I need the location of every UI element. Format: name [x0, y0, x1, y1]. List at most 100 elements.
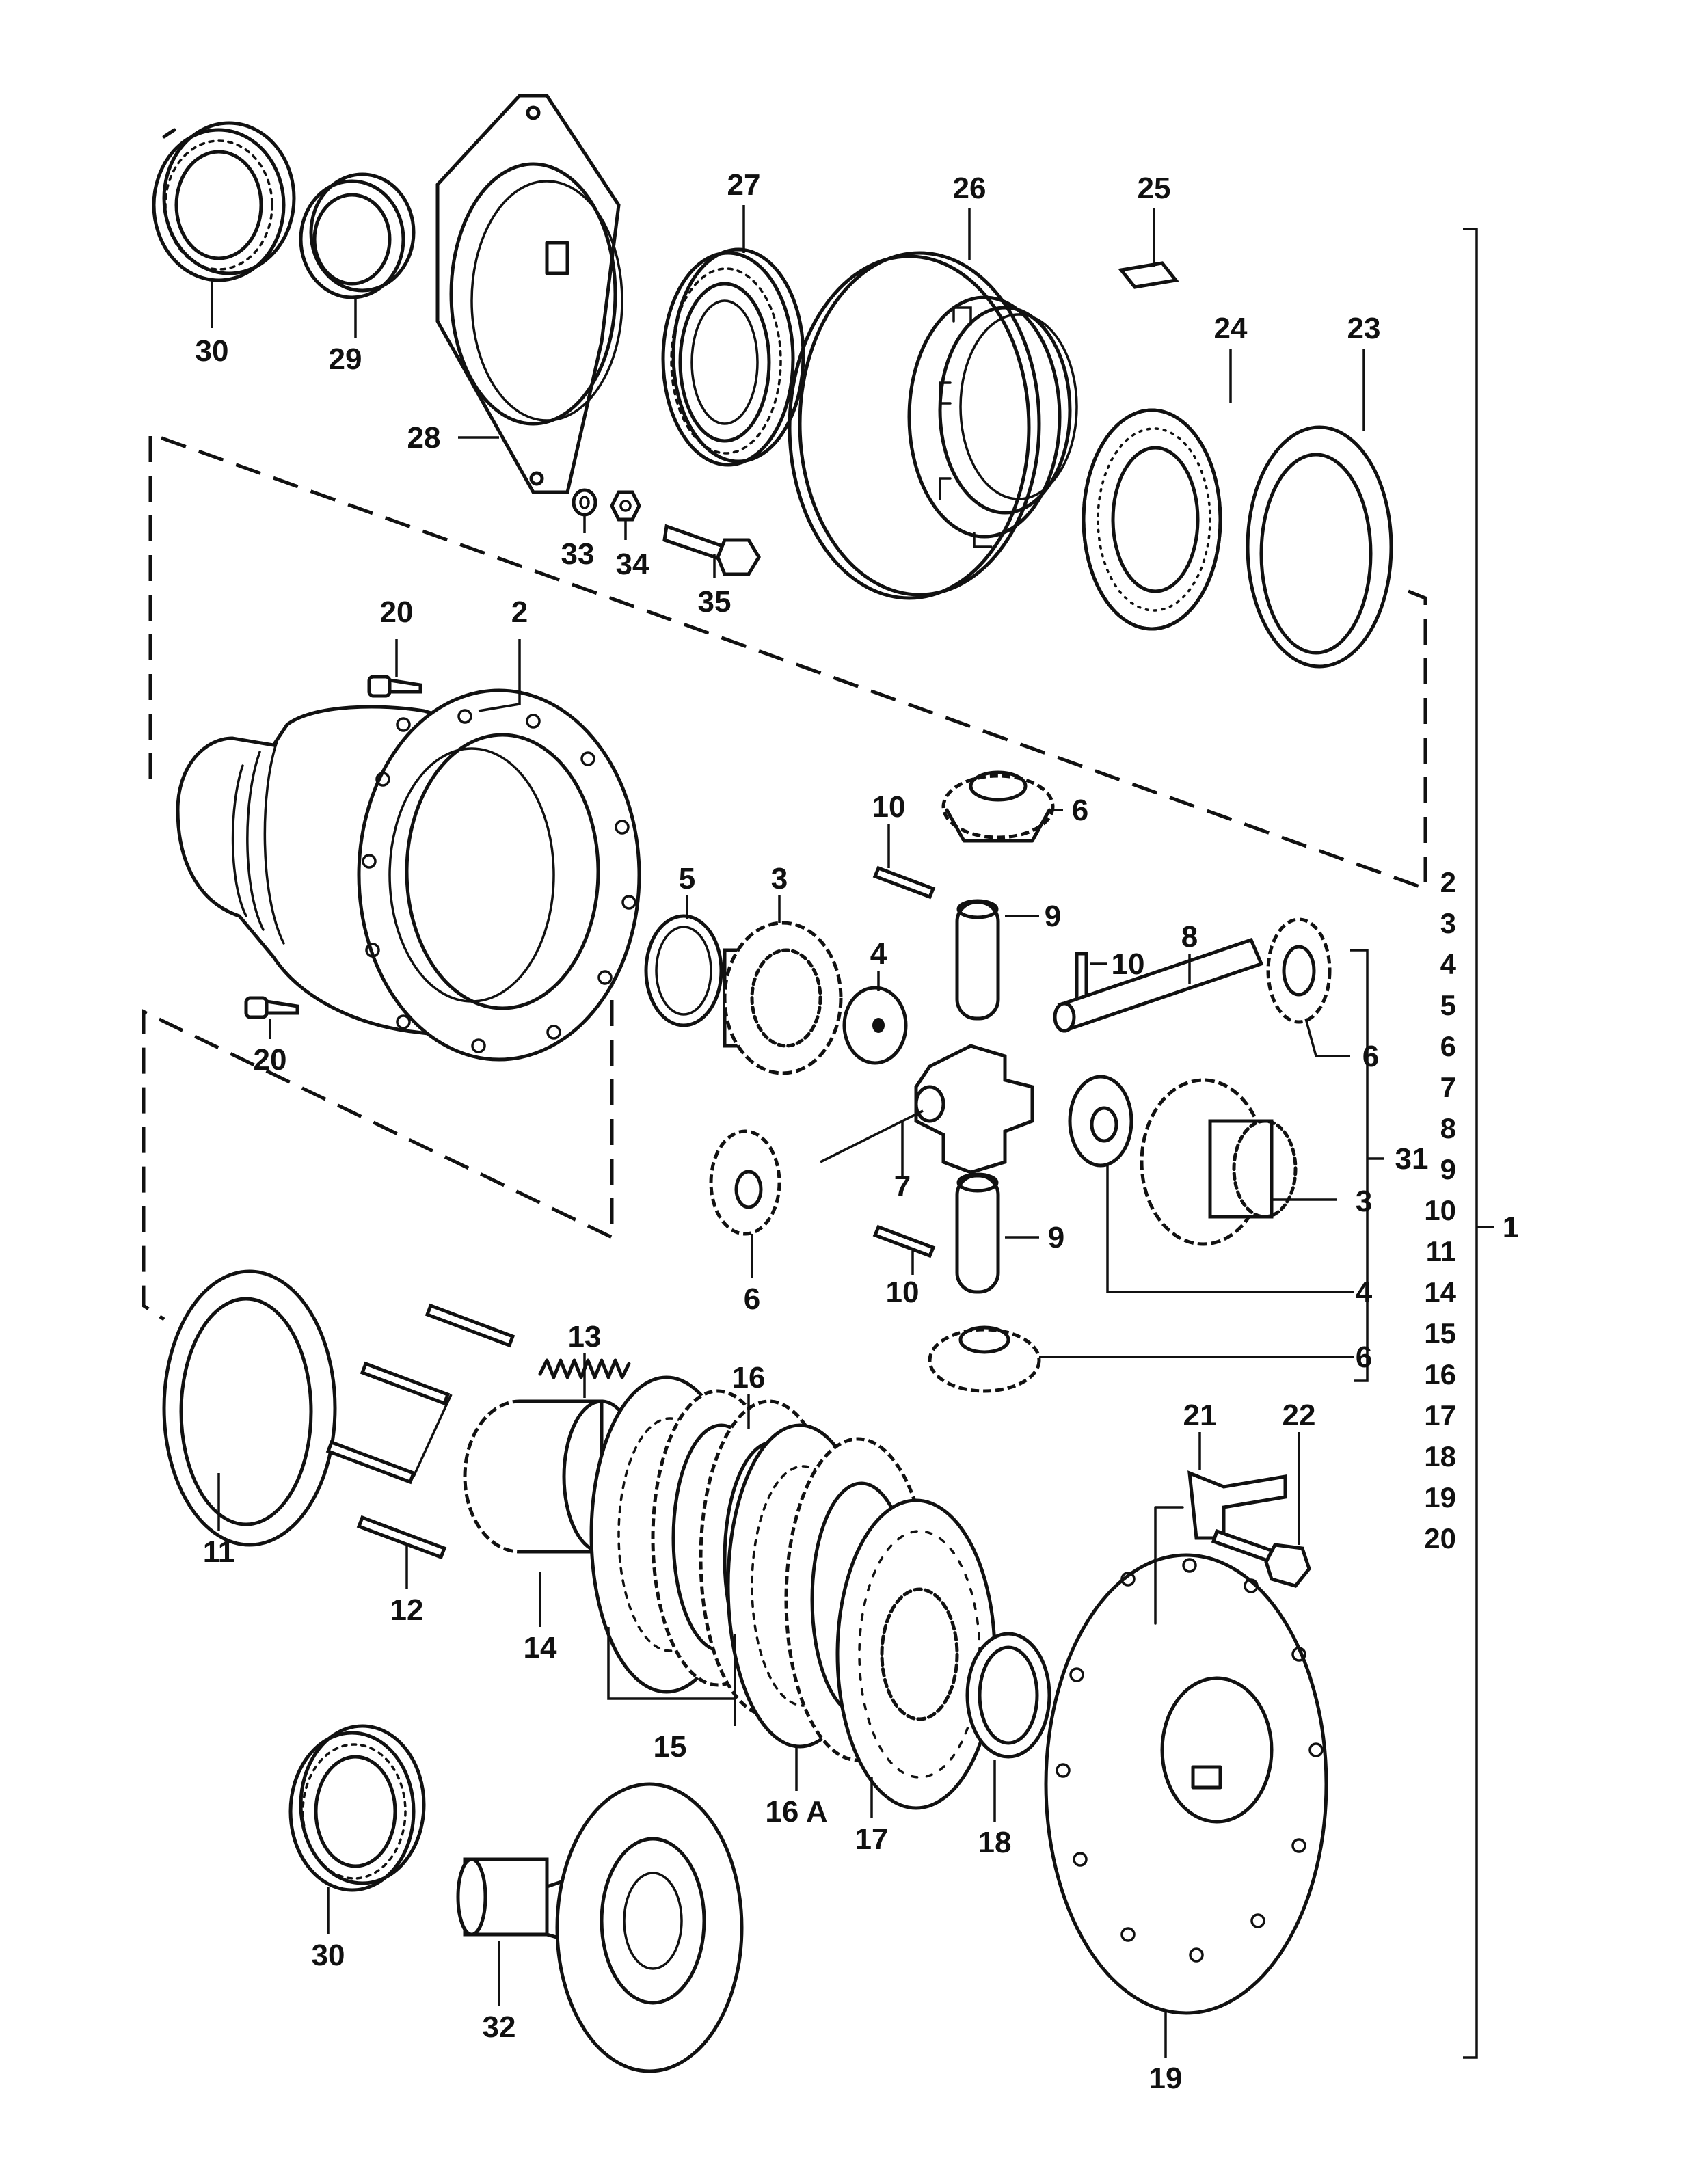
part-35-bolt [662, 524, 761, 576]
callout-6-top: 6 [1072, 794, 1088, 827]
callout-19: 19 [1149, 2062, 1183, 2095]
callout-7: 7 [894, 1170, 911, 1203]
callout-1: 1 [1503, 1211, 1519, 1244]
list-item: 18 [1424, 1440, 1456, 1472]
callout-32: 32 [483, 2010, 516, 2044]
callout-4-right: 4 [1356, 1276, 1373, 1309]
part-9-pin-lower [955, 1172, 1000, 1294]
part-8-cross-shaft [1053, 937, 1264, 1033]
part-30-bearing-lower [288, 1724, 426, 1892]
callout-31: 31 [1395, 1142, 1429, 1176]
callout-16a: 16 A [765, 1795, 827, 1829]
part-27-bearing [661, 247, 805, 467]
part-5-circlip [644, 914, 723, 1027]
part-19-housing-cover [1044, 1553, 1328, 2015]
part-3-side-gear-right [1140, 1078, 1298, 1246]
part-7-spider-cross [914, 1044, 1034, 1174]
list-item: 5 [1440, 989, 1456, 1021]
callout-35: 35 [698, 585, 731, 619]
part-33-washer [572, 488, 597, 517]
callout-14: 14 [524, 1631, 557, 1664]
callout-6-right: 6 [1362, 1040, 1379, 1073]
part-20-bolt-upper [367, 675, 422, 698]
callout-5: 5 [679, 862, 695, 895]
part-10-pin-a [872, 865, 936, 900]
part-3-side-gear-left [723, 921, 843, 1075]
callout-12: 12 [390, 1593, 424, 1627]
part-22-bolt [1211, 1528, 1311, 1588]
callout-10-b: 10 [1112, 947, 1145, 981]
callout-9-lower: 9 [1048, 1221, 1064, 1254]
part-10-pin-c [872, 1224, 936, 1258]
callout-13: 13 [568, 1320, 602, 1353]
part-6-pinion-gear-right [1266, 917, 1332, 1024]
part-17-pressure-plate [835, 1498, 997, 1810]
part-21-bracket [1154, 1470, 1287, 1625]
callout-17: 17 [855, 1822, 889, 1856]
callout-34: 34 [616, 548, 649, 581]
list-item: 8 [1440, 1112, 1456, 1144]
part-26-ring-gear [788, 251, 1078, 600]
part-4-thrust-washer-left [842, 986, 908, 1065]
callout-10-c: 10 [886, 1276, 919, 1309]
callout-26: 26 [953, 172, 986, 205]
callout-4-left: 4 [870, 937, 887, 971]
callout-22: 22 [1283, 1399, 1316, 1432]
list-item: 16 [1424, 1358, 1456, 1390]
callout-10-a: 10 [872, 790, 906, 824]
callout-9-upper: 9 [1045, 900, 1061, 933]
callout-2: 2 [511, 595, 528, 629]
callout-20-upper: 20 [380, 595, 414, 629]
part-14-splined-hub [463, 1399, 641, 1554]
part-11-thrust-washer [162, 1269, 337, 1547]
callout-28: 28 [407, 421, 441, 455]
callout-23: 23 [1347, 312, 1381, 345]
list-item: 11 [1426, 1235, 1456, 1267]
assembly-part-list: 2 3 4 5 6 7 8 9 10 11 14 15 16 17 18 19 … [1424, 866, 1456, 1554]
part-23-thrust-washer [1246, 425, 1393, 669]
callout-21: 21 [1183, 1399, 1217, 1432]
callout-27: 27 [727, 168, 761, 202]
part-28-flange-plate [435, 94, 623, 494]
part-6-pinion-gear-top [941, 770, 1055, 843]
part-29-ring [299, 172, 416, 299]
list-item: 15 [1424, 1317, 1456, 1349]
list-item: 10 [1424, 1194, 1456, 1226]
callout-15: 15 [654, 1730, 687, 1764]
part-32-output-flange [456, 1782, 744, 2073]
part-30-bearing-upper [152, 121, 296, 282]
part-6-pinion-gear-left [709, 1129, 781, 1236]
callout-labels: 30 29 28 27 26 25 24 23 33 34 35 20 2 20… [196, 168, 1520, 2095]
callout-25: 25 [1138, 172, 1171, 205]
callout-24: 24 [1214, 312, 1248, 345]
callout-30-lower: 30 [312, 1939, 345, 1972]
list-item: 2 [1440, 866, 1456, 898]
list-item: 14 [1424, 1276, 1456, 1308]
part-12-spring-pins [325, 1303, 515, 1589]
callout-8: 8 [1181, 920, 1198, 954]
part-25-key [1118, 261, 1179, 289]
list-item: 20 [1424, 1522, 1456, 1554]
list-item: 4 [1440, 948, 1457, 980]
part-6-pinion-gear-bottom [928, 1325, 1041, 1393]
callout-29: 29 [329, 342, 362, 376]
callout-3-right: 3 [1356, 1185, 1372, 1218]
part-24-thrust-bearing [1082, 408, 1222, 631]
list-item: 9 [1440, 1153, 1456, 1185]
callout-11: 11 [203, 1535, 235, 1569]
callout-16: 16 [732, 1361, 766, 1394]
part-9-pin-upper [955, 899, 1000, 1021]
list-item: 19 [1424, 1481, 1456, 1513]
callout-20-lower: 20 [254, 1043, 287, 1077]
list-item: 7 [1440, 1071, 1456, 1103]
list-item: 3 [1440, 907, 1456, 939]
callout-6-bottom: 6 [1356, 1340, 1372, 1374]
leader-lines [211, 205, 1494, 2059]
part-4-thrust-washer-right [1068, 1075, 1133, 1168]
callout-33: 33 [561, 537, 595, 571]
callout-6-left: 6 [744, 1282, 760, 1316]
callout-30-upper: 30 [196, 334, 229, 368]
callout-18: 18 [978, 1826, 1012, 1859]
list-item: 6 [1440, 1030, 1456, 1062]
